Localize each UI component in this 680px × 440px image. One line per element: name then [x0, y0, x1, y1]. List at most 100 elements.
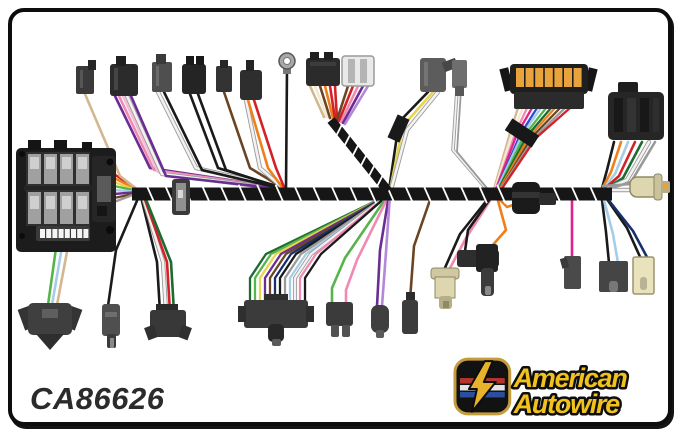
part-shape [264, 294, 288, 303]
wire [323, 84, 335, 120]
part-shape [110, 338, 114, 348]
loom-hash [440, 184, 451, 204]
wire [601, 191, 650, 261]
wire [283, 193, 390, 304]
wire [600, 140, 623, 191]
loom-hash [219, 184, 230, 204]
fuse-box [16, 140, 116, 252]
part-shape [150, 310, 186, 337]
part-shape [246, 60, 254, 71]
wire [268, 193, 390, 304]
part-shape [244, 300, 308, 328]
loom-hash [145, 184, 156, 204]
connector-barrel [457, 244, 499, 296]
part-shape [564, 68, 572, 87]
part-shape [178, 190, 183, 198]
connector-angular [17, 303, 83, 350]
loom-hash [588, 184, 599, 204]
bulkhead-connector-orange-pins [499, 64, 598, 109]
connector-multi-pin-black [306, 52, 340, 86]
wire [129, 94, 285, 191]
tape-wrap-small [387, 114, 410, 143]
wire [601, 182, 634, 188]
part-shape [455, 86, 464, 96]
wire [389, 90, 440, 192]
part-shape [539, 193, 556, 205]
connector-small-gray [452, 60, 467, 96]
part-number: CA86626 [30, 381, 165, 416]
part-shape [360, 59, 367, 83]
wire [328, 84, 337, 121]
part-shape [525, 68, 534, 87]
connector-cream [632, 256, 655, 295]
part-shape [83, 229, 89, 238]
part-shape [599, 261, 628, 292]
part-shape [114, 68, 118, 90]
part-shape [102, 304, 120, 336]
part-shape [28, 140, 41, 150]
part-shape [342, 325, 350, 337]
part-shape [452, 60, 467, 88]
part-shape [106, 226, 114, 234]
part-shape [516, 68, 524, 87]
wire [335, 84, 350, 122]
wire [330, 193, 390, 305]
part-shape [78, 196, 87, 209]
part-shape [46, 157, 55, 169]
loom-hash [375, 174, 384, 188]
wire [143, 195, 176, 314]
part-shape [406, 292, 415, 302]
part-shape [627, 98, 636, 132]
wire [339, 84, 360, 124]
wire [244, 98, 285, 190]
part-shape [331, 325, 339, 337]
part-shape [71, 229, 76, 238]
part-shape [182, 64, 206, 94]
part-shape [272, 339, 281, 346]
wire [601, 140, 630, 191]
connector-four-wire [144, 304, 192, 341]
flasher-canister [512, 182, 556, 214]
wire [337, 84, 355, 123]
loom-hash [335, 123, 344, 137]
part-shape [152, 62, 172, 92]
part-shape [36, 334, 64, 350]
loom-hash [459, 184, 470, 204]
part-shape [268, 324, 284, 342]
wire [318, 84, 332, 120]
part-shape [283, 57, 291, 65]
connector-orange-red [240, 60, 262, 100]
brand-name-line2: Autowire [513, 389, 621, 419]
part-shape [77, 229, 83, 238]
part-shape [40, 229, 45, 238]
part-shape [535, 68, 544, 87]
connector-large-black-right [608, 82, 664, 140]
part-shape [238, 306, 246, 322]
loom-hash [351, 143, 360, 158]
wire [600, 191, 620, 265]
part-shape [80, 70, 83, 88]
part-shape [640, 277, 647, 290]
connector-brown-drop [402, 292, 418, 334]
part-shape [62, 157, 71, 169]
loom-hash [551, 184, 562, 204]
part-shape [144, 324, 158, 341]
part-shape [376, 330, 384, 338]
connector-pink-wire [559, 256, 581, 289]
part-shape [216, 66, 232, 92]
part-shape [424, 62, 428, 86]
connector-black-two-pin [182, 56, 206, 94]
connector-two-pin-green-pink [326, 302, 353, 337]
part-shape [512, 192, 540, 198]
part-shape [156, 66, 159, 86]
connector-round-purple [371, 305, 389, 338]
part-shape [310, 52, 319, 60]
wire [341, 84, 365, 125]
part-shape [64, 229, 70, 238]
part-shape [106, 158, 114, 166]
wire [83, 92, 140, 192]
wire [452, 89, 490, 193]
badge-border [453, 357, 512, 416]
bulb-socket-center [430, 267, 460, 309]
